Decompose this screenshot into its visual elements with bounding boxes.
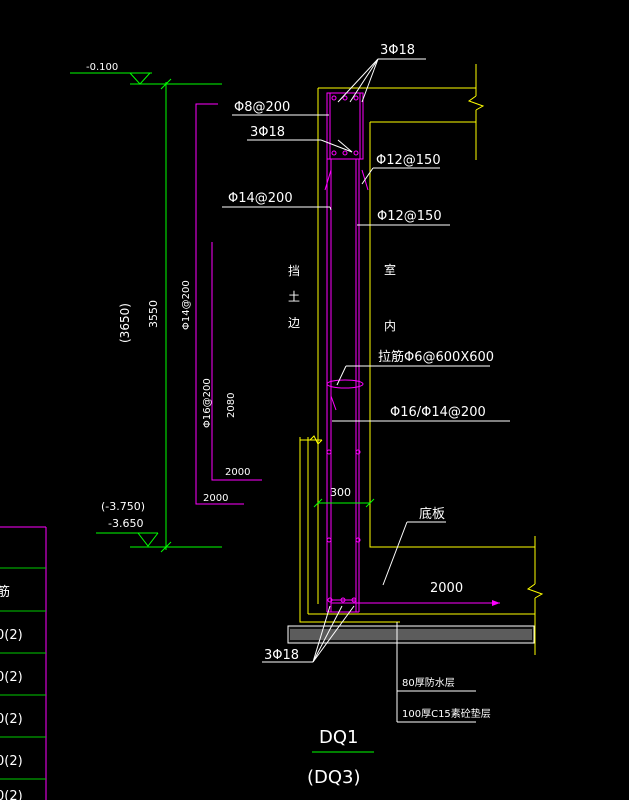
height-label: 3550 <box>147 300 160 328</box>
section-title-alt: (DQ3) <box>307 767 361 788</box>
cap-bars-callout: 3Φ18 <box>250 125 285 140</box>
dim-vertical-callout-2: Φ16@200 <box>202 378 213 428</box>
elevation-bottom-marker <box>96 532 222 548</box>
horizontal-callout-2: Φ12@150 <box>377 209 442 224</box>
wall-thickness-label: 300 <box>330 486 351 499</box>
waterproof-note: 80厚防水层 <box>402 676 455 689</box>
horizontal-callout-1: Φ12@150 <box>376 153 441 168</box>
wall-thickness-dimension <box>313 498 375 508</box>
rebar-length-lines <box>195 103 262 505</box>
table-fragment <box>0 526 47 800</box>
soil-side-label: 土 <box>288 290 300 304</box>
top-bars-callout: 3Φ18 <box>380 43 415 58</box>
table-cell: 0(2) <box>0 628 23 643</box>
stirrup-callout: Φ8@200 <box>234 100 290 115</box>
slab-label: 底板 <box>419 506 445 522</box>
soil-side-label: 边 <box>288 316 300 330</box>
table-cell: 0(2) <box>0 789 23 800</box>
table-cell: 0(2) <box>0 712 23 727</box>
cushion-layer <box>287 625 535 644</box>
horizontal-length-label-2: 2000 <box>203 493 228 504</box>
elevation-bottom-alt-label: (-3.750) <box>101 500 145 513</box>
vertical-length-label: 2080 <box>226 393 237 418</box>
room-side-label: 室 <box>384 262 396 277</box>
rebar-dots <box>326 95 361 603</box>
horizontal-length-label-1: 2000 <box>225 467 250 478</box>
slab-length-label: 2000 <box>430 581 463 596</box>
table-cell: 0(2) <box>0 670 23 685</box>
tie-bars-callout: 拉筋Φ6@600X600 <box>378 349 494 365</box>
table-cell: 0(2) <box>0 754 23 769</box>
table-cell: 筋 <box>0 584 10 600</box>
slab-rebar-arrow <box>492 600 500 606</box>
height-alt-label: (3650) <box>118 303 132 343</box>
room-side-label: 内 <box>384 319 396 333</box>
leader-lines <box>222 58 510 723</box>
dim-vertical-callout-1: Φ14@200 <box>181 280 192 330</box>
section-title: DQ1 <box>319 727 358 748</box>
concrete-outline <box>299 64 544 655</box>
elevation-bottom-label: -3.650 <box>108 517 143 530</box>
elevation-top-marker <box>70 72 222 85</box>
cushion-note: 100厚C15素砼垫层 <box>402 707 491 720</box>
height-dimension-line <box>160 78 172 553</box>
inner-vertical-callout: Φ16/Φ14@200 <box>390 405 486 420</box>
elevation-top-label: -0.100 <box>86 62 118 73</box>
outer-vertical-callout: Φ14@200 <box>228 191 293 206</box>
soil-side-label: 挡 <box>288 264 300 278</box>
bottom-bars-callout: 3Φ18 <box>264 648 299 663</box>
